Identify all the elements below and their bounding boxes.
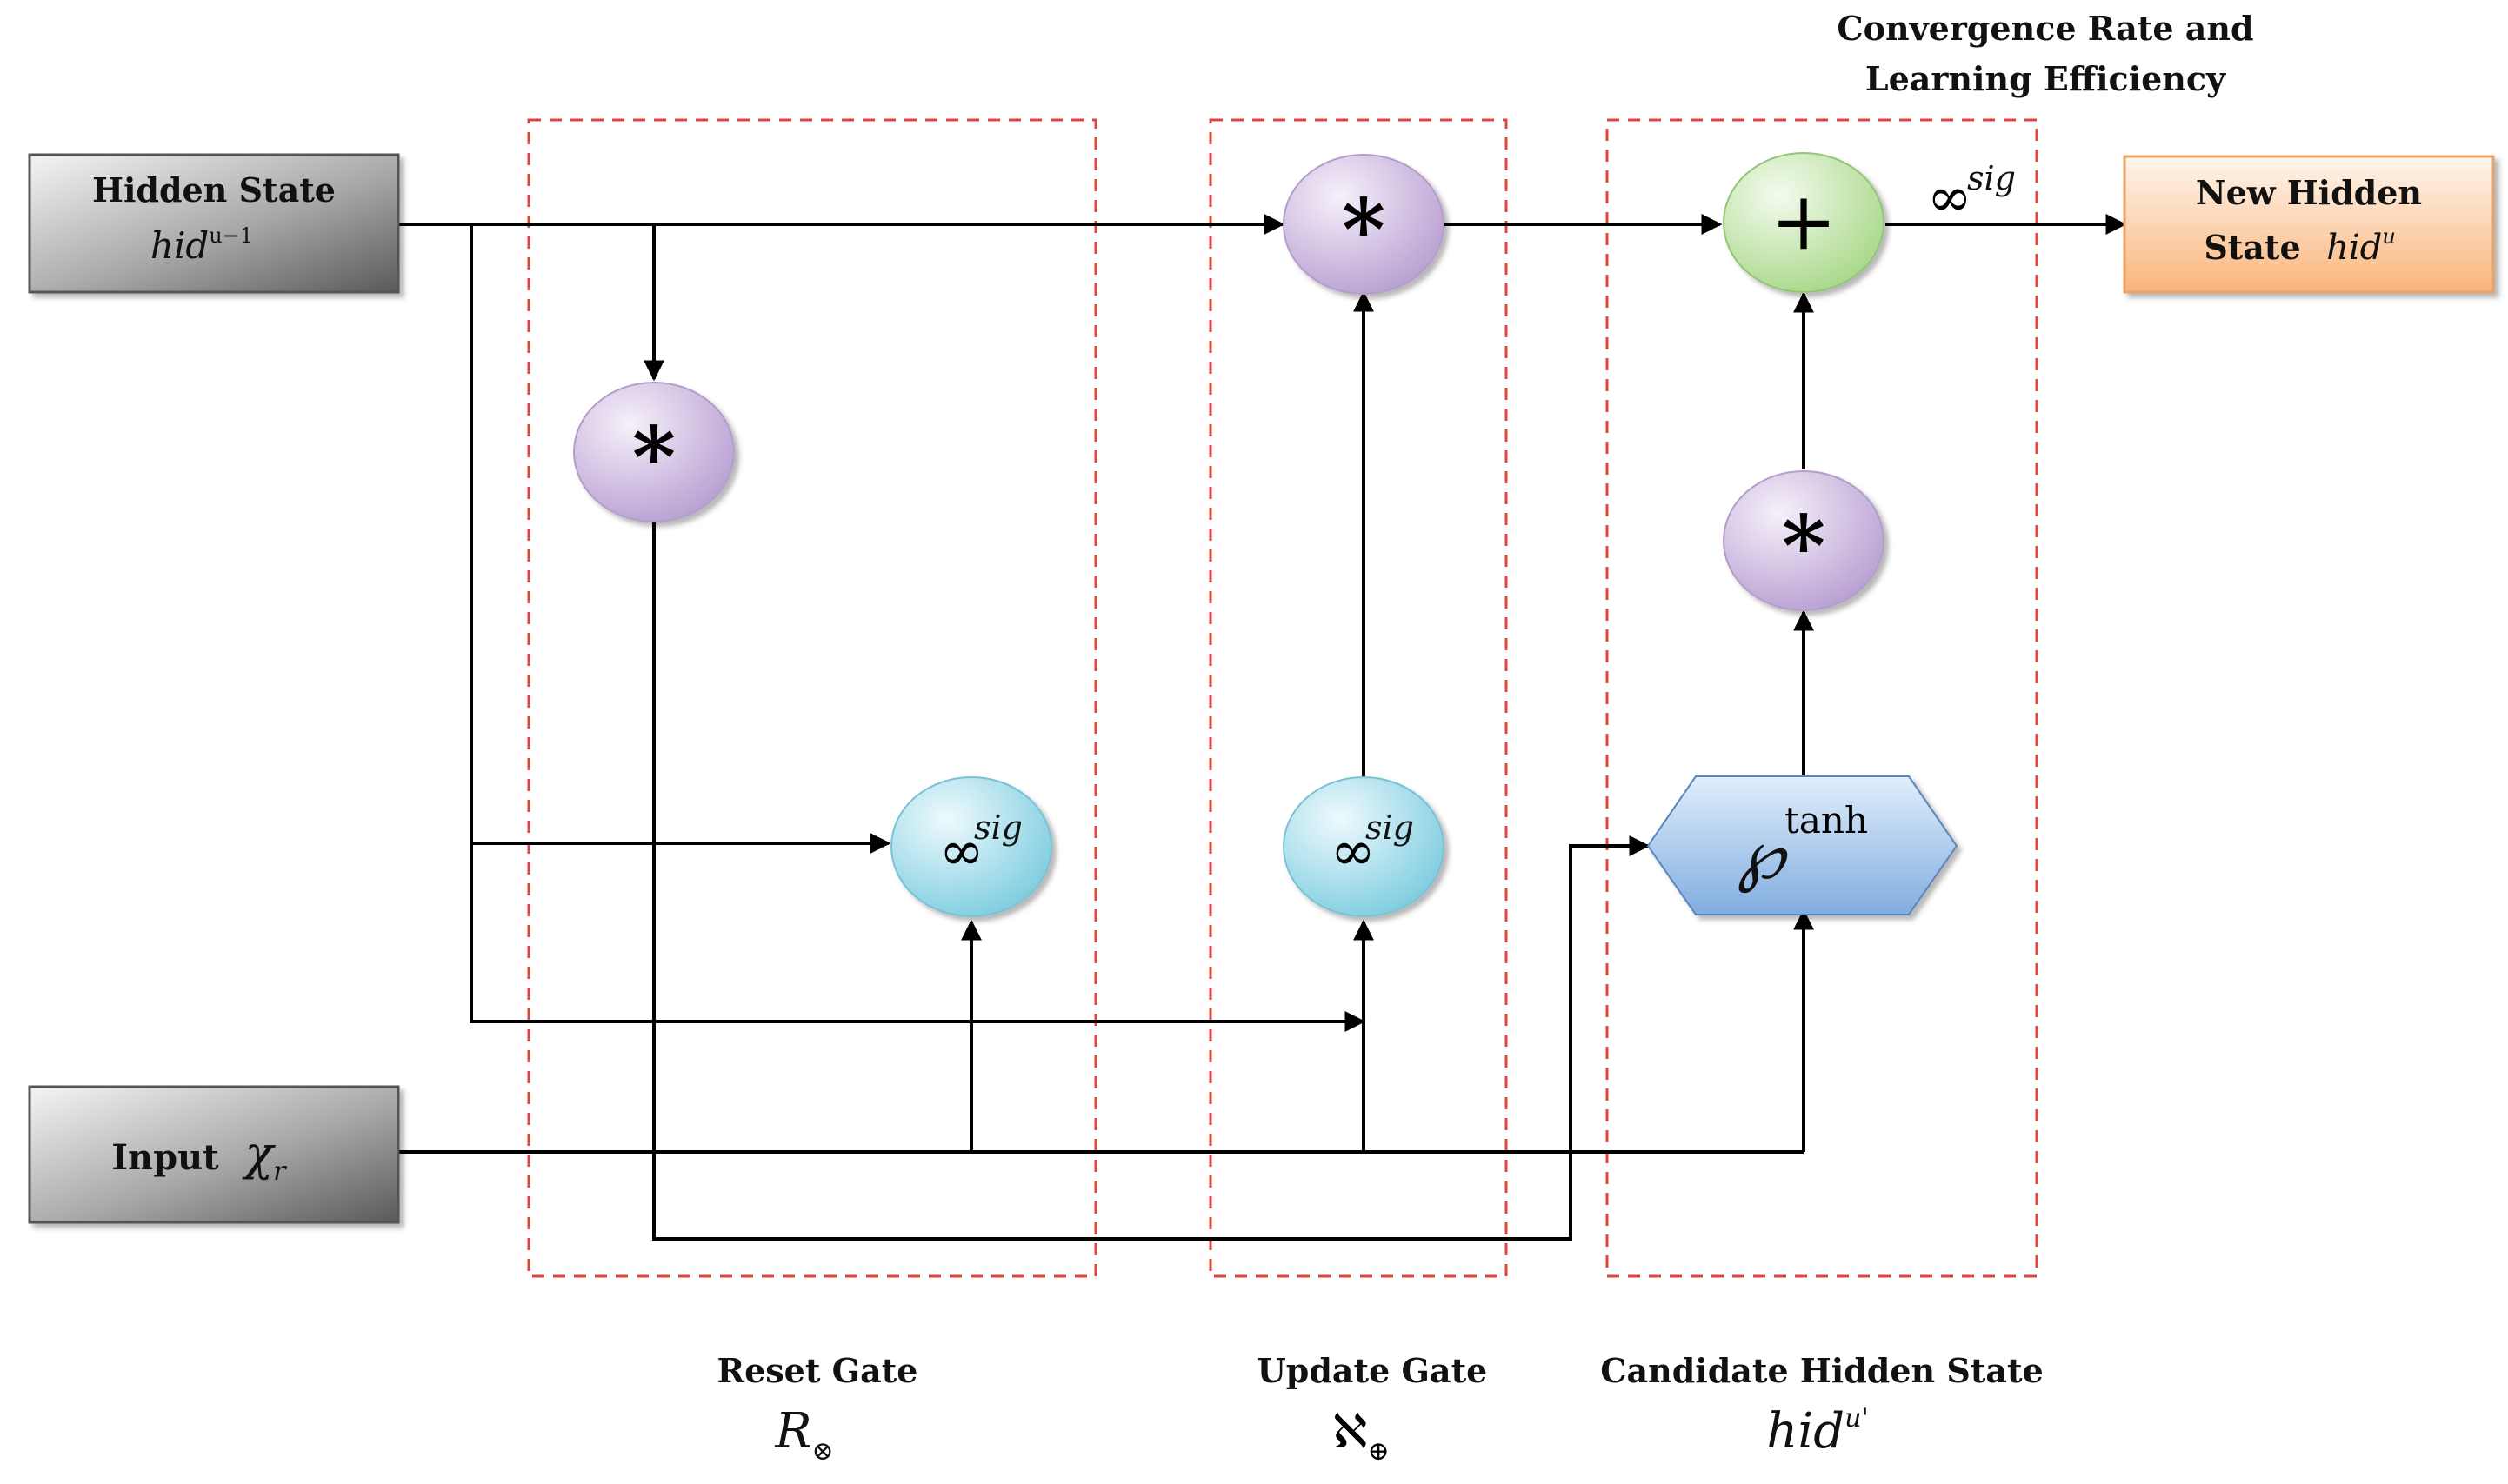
top-label-line2: Learning Efficiency xyxy=(1865,59,2226,98)
update-gate-caption: Update Gate ℵ⊕ xyxy=(1257,1351,1488,1467)
reset-sigmoid-sup: sig xyxy=(974,809,1023,847)
connector-lines xyxy=(398,214,2127,1241)
reset-sigmoid-node: ∞ sig xyxy=(890,776,1052,917)
plus-icon: + xyxy=(1770,175,1837,268)
input-title: Input xyxy=(111,1137,219,1178)
output-sigmoid-label: ∞ sig xyxy=(1927,159,2016,229)
output-sigmoid-sup: sig xyxy=(1967,159,2016,197)
input-box: Input χr xyxy=(28,1085,400,1224)
candidate-state-symbol: hidu' xyxy=(1766,1403,1868,1460)
candidate-multiply-node: * xyxy=(1723,470,1884,611)
multiply-icon: * xyxy=(632,409,676,507)
top-label-line1: Convergence Rate and xyxy=(1837,9,2253,48)
new-hidden-state-symbol: hidu xyxy=(2326,224,2396,268)
top-label: Convergence Rate and Learning Efficiency xyxy=(1837,9,2253,98)
update-gate-symbol: ℵ⊕ xyxy=(1332,1404,1389,1467)
multiply-icon: * xyxy=(1782,497,1825,596)
new-hidden-state-box: New Hidden State hidu xyxy=(2123,155,2495,294)
new-hidden-state-line1: New Hidden xyxy=(2196,173,2422,212)
hidden-state-title: Hidden State xyxy=(92,170,336,210)
update-multiply-node: * xyxy=(1283,154,1444,295)
tanh-node: ℘ tanh xyxy=(1646,775,1958,915)
hidden-state-symbol: hidu−1 xyxy=(150,223,253,267)
reset-gate-symbol: R⊗ xyxy=(774,1403,833,1467)
candidate-state-box xyxy=(1605,118,2038,1278)
infinity-icon: ∞ xyxy=(939,819,984,882)
update-sigmoid-node: ∞ sig xyxy=(1283,776,1444,917)
update-gate-box xyxy=(1209,118,1508,1278)
add-node: + xyxy=(1723,152,1884,293)
candidate-state-name: Candidate Hidden State xyxy=(1600,1351,2044,1390)
update-gate-name: Update Gate xyxy=(1257,1351,1488,1390)
candidate-state-caption: Candidate Hidden State hidu' xyxy=(1600,1351,2044,1460)
hidden-state-box: Hidden State hidu−1 xyxy=(28,153,400,294)
reset-multiply-node: * xyxy=(573,382,735,522)
reset-gate-caption: Reset Gate R⊗ xyxy=(717,1351,918,1467)
new-hidden-state-line2: State xyxy=(2204,228,2300,267)
multiply-icon: * xyxy=(1342,181,1385,279)
reset-gate-name: Reset Gate xyxy=(717,1351,918,1390)
infinity-icon: ∞ xyxy=(1331,819,1376,882)
tanh-sup: tanh xyxy=(1784,799,1868,842)
update-sigmoid-sup: sig xyxy=(1365,809,1414,847)
weierstrass-p-icon: ℘ xyxy=(1738,816,1789,895)
infinity-icon: ∞ xyxy=(1927,165,1972,229)
input-symbol: χr xyxy=(241,1126,287,1187)
reset-gate-box xyxy=(527,118,1097,1278)
